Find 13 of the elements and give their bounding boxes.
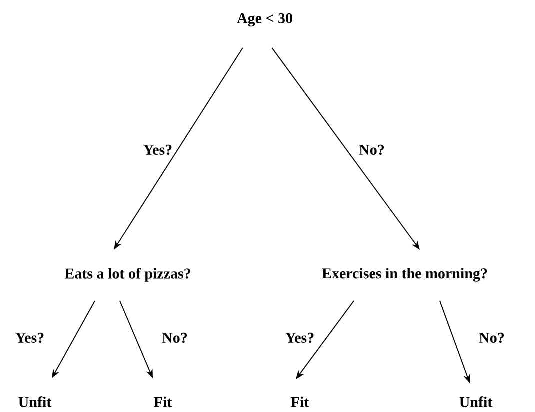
edge-label: No? (161, 332, 189, 344)
edge-label: Yes? (284, 332, 316, 344)
edge-label: No? (358, 144, 386, 156)
edge-label: Yes? (142, 144, 174, 156)
tree-node-label: Unfit (460, 396, 493, 408)
edge-label: Yes? (14, 332, 46, 344)
tree-node-label: Fit (154, 396, 172, 408)
edge-label: No? (478, 332, 506, 344)
tree-node-label: Eats a lot of pizzas? (64, 268, 190, 282)
tree-node-label: Exercises in the morning? (322, 268, 488, 282)
tree-node-label: Fit (291, 396, 310, 408)
tree-node-label: Age < 30 (237, 13, 292, 27)
tree-node-label: Unfit (18, 396, 52, 408)
